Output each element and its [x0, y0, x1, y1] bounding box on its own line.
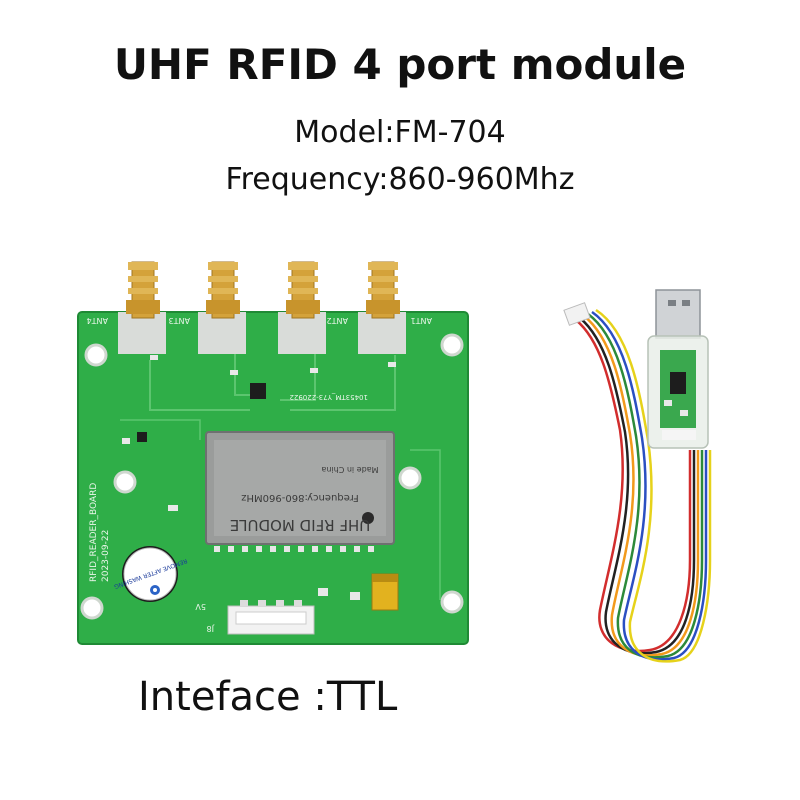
buzzer-icon: [122, 546, 178, 602]
silkscreen-board-name: RFID_READER_BOARD: [89, 483, 99, 582]
model-text: Model:FM-704: [294, 115, 506, 150]
made-in-label: Made in China: [321, 465, 378, 474]
frequency-text: Frequency:860-960Mhz: [225, 162, 575, 197]
antenna-label: ANT4: [87, 316, 108, 325]
rf-module-shield: UHF RFID MODULE Frequency:860-960MHz Mad…: [205, 431, 395, 545]
module-label: UHF RFID MODULE: [230, 516, 371, 534]
sma-connector-icon: [206, 261, 240, 319]
connector-label: J8: [207, 624, 215, 633]
page-title: UHF RFID 4 port module: [113, 40, 687, 89]
port-label: 5V: [195, 602, 206, 611]
module-frequency: Frequency:860-960MHz: [241, 492, 358, 503]
interface-text: Inteface :TTL: [138, 674, 398, 720]
ttl-connector: [227, 600, 315, 635]
antenna-label: ANT3: [169, 316, 190, 325]
antenna-label: ANT2: [327, 316, 348, 325]
usb-ttl-adapter: [563, 289, 712, 663]
sma-connector-icon: [366, 261, 400, 319]
rfid-pcb-board: ANT4 ANT3 ANT2 ANT1 10453TM_Y73-220922 U…: [77, 261, 469, 645]
pcb-code: 10453TM_Y73-220922: [289, 393, 368, 401]
sma-connector-icon: [286, 261, 320, 319]
silkscreen-date: 2023-09-22: [101, 530, 111, 582]
sma-connector-icon: [126, 261, 160, 319]
antenna-label: ANT1: [411, 316, 432, 325]
